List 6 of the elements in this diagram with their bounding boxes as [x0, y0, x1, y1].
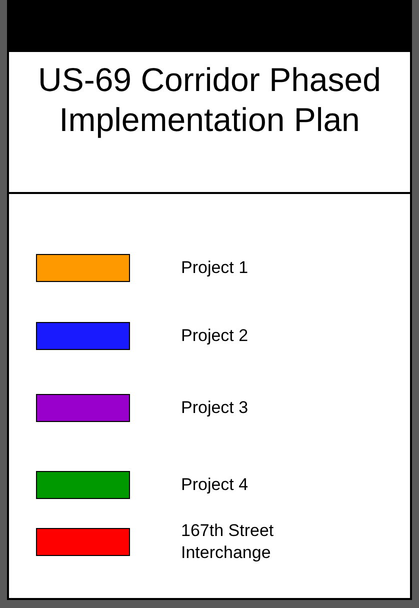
legend-label: 167th Street Interchange: [181, 520, 275, 564]
legend-label: Project 3: [181, 397, 250, 419]
legend-label: Project 2: [181, 325, 250, 347]
legend-label: Project 1: [181, 257, 250, 279]
legend-label: Project 4: [181, 474, 250, 496]
title: US-69 Corridor Phased Implementation Plan: [37, 60, 382, 140]
